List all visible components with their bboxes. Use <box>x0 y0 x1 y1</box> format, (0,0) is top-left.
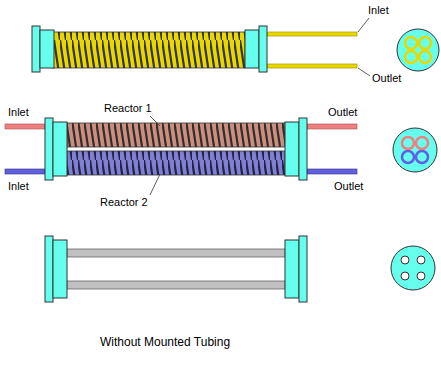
dual-reactor-assembly <box>5 116 437 195</box>
port-label: Inlet <box>8 180 29 193</box>
top-assembly <box>32 18 439 76</box>
port-label: Outlet <box>328 106 357 119</box>
frame-without-tubing <box>45 236 435 302</box>
reactor-label: Reactor 1 <box>104 102 152 115</box>
caption-label: Without Mounted Tubing <box>100 336 230 349</box>
port-label: Inlet <box>8 106 29 119</box>
port-label: Inlet <box>368 4 389 17</box>
reactor-label: Reactor 2 <box>100 196 148 209</box>
port-label: Outlet <box>334 180 363 193</box>
port-label: Outlet <box>372 72 401 85</box>
